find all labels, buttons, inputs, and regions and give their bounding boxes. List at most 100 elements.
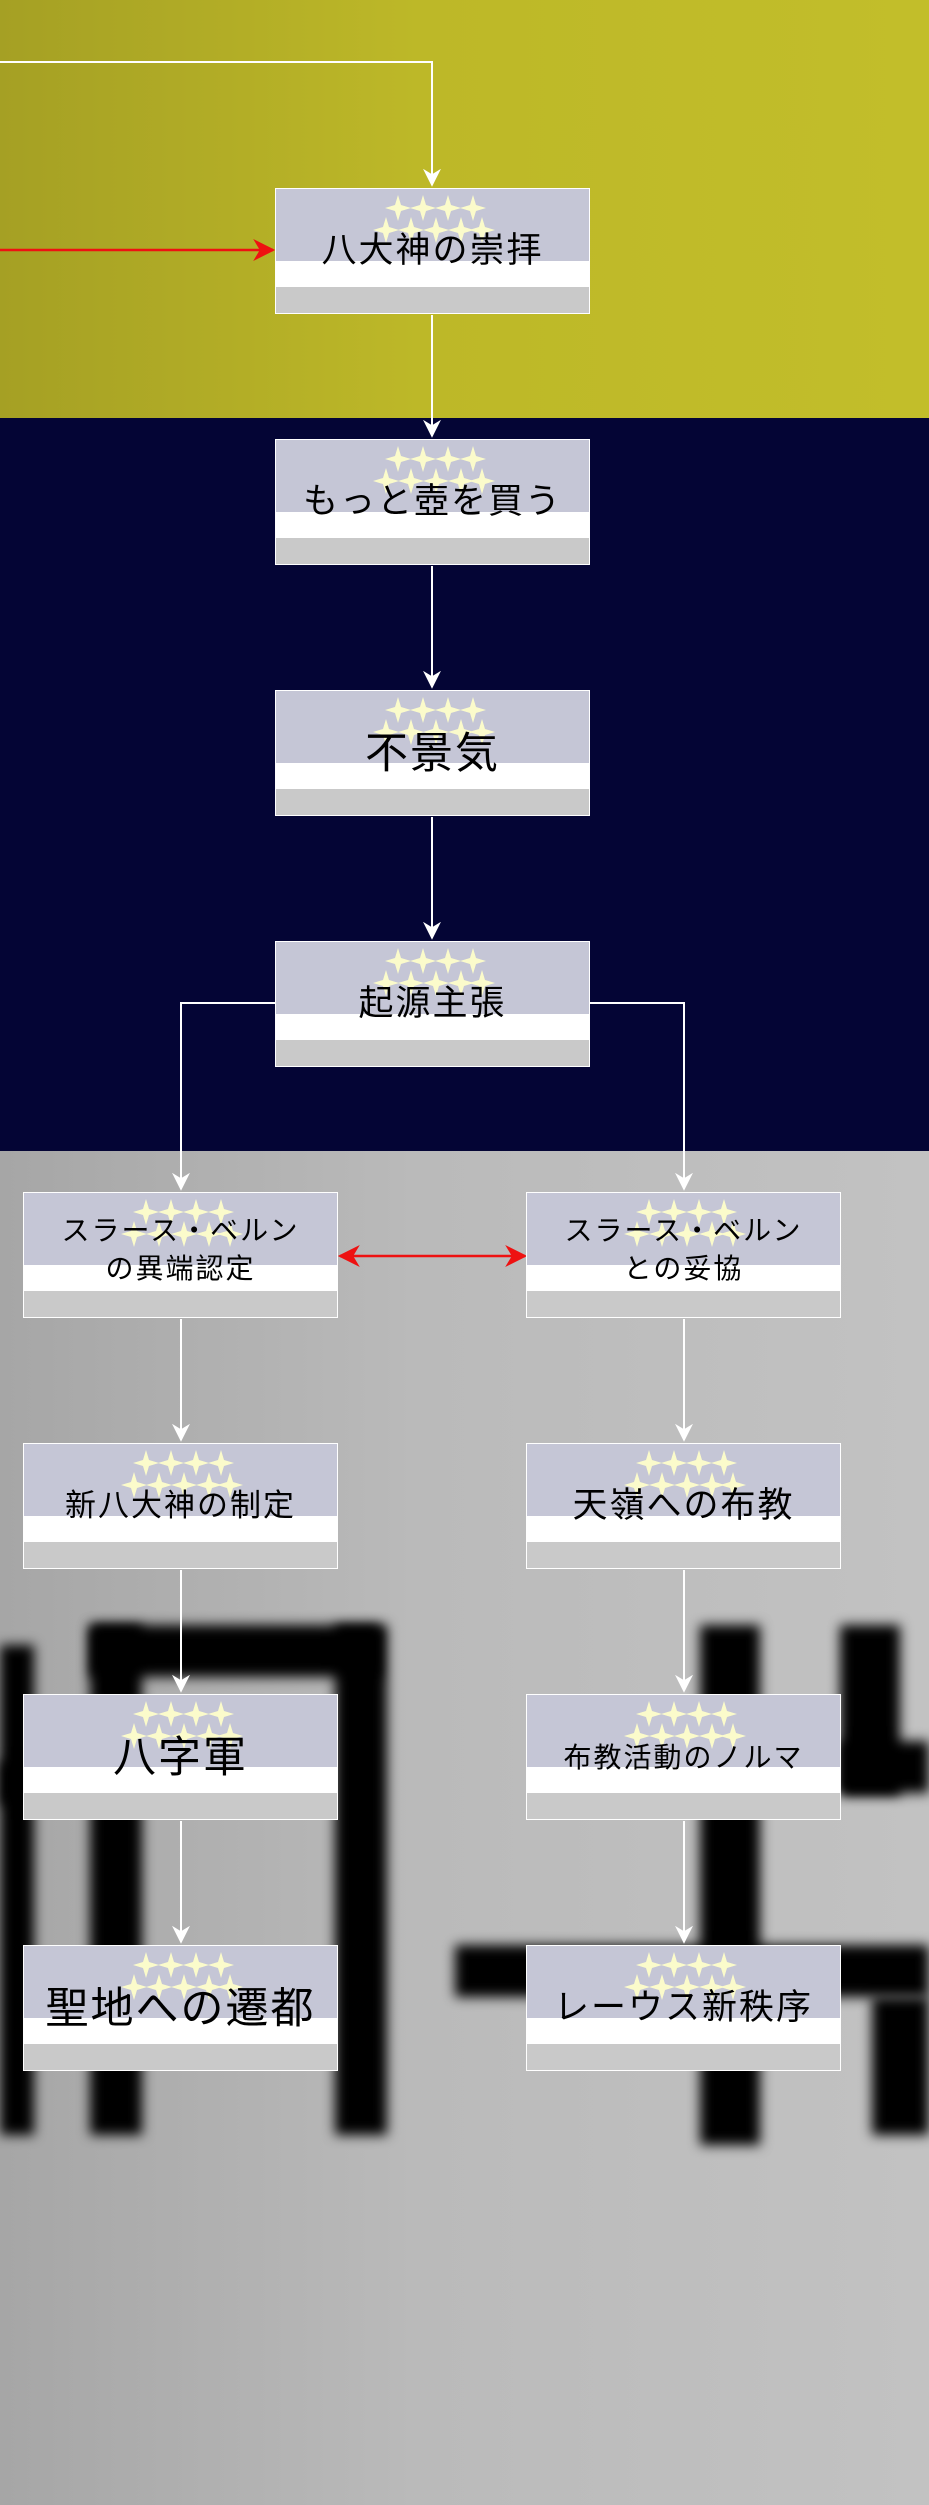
star-icon [711,1199,737,1225]
star-icon [460,446,486,472]
star-cluster [624,1199,746,1247]
star-icon [183,1952,209,1978]
star-icon [121,1221,147,1247]
connector-arrow [0,61,441,187]
star-icon [649,1221,675,1247]
star-icon [469,719,495,745]
star-icon [435,697,461,723]
node-label: 不景気 [365,728,500,779]
star-icon [661,1199,687,1225]
star-icon [373,970,399,996]
star-icon [158,1952,184,1978]
star-icon [711,1450,737,1476]
star-icon [661,1701,687,1727]
background-glyph-stroke [872,1997,929,2135]
star-icon [385,948,411,974]
node-label: スラース・ベルン との妥協 [564,1214,803,1285]
star-icon [171,1221,197,1247]
star-icon [171,1723,197,1749]
star-cluster [373,446,495,494]
star-icon [435,948,461,974]
star-icon [410,948,436,974]
star-cluster [624,1450,746,1498]
background-glyph-stroke [335,1625,387,2135]
star-icon [410,195,436,221]
star-icon [208,1450,234,1476]
star-icon [699,1974,725,2000]
star-icon [448,217,474,243]
star-icon [423,468,449,494]
star-icon [686,1952,712,1978]
star-icon [649,1723,675,1749]
node-label: スラース・ベルン の異端認定 [61,1214,300,1285]
star-icon [711,1952,737,1978]
star-icon [133,1952,159,1978]
star-cluster [624,1952,746,2000]
star-icon [624,1974,650,2000]
star-icon [146,1472,172,1498]
star-icon [196,1221,222,1247]
star-cluster [373,948,495,996]
star-icon [699,1472,725,1498]
star-icon [196,1723,222,1749]
node-recession[interactable]: 不景気 [275,690,590,816]
node-new-order[interactable]: レーウス新秩序 [526,1945,841,2071]
node-crusade[interactable]: 八字軍 [23,1694,338,1820]
star-icon [146,1221,172,1247]
node-mission[interactable]: 天嶺への布教 [526,1443,841,1569]
star-icon [460,697,486,723]
star-icon [385,446,411,472]
star-icon [133,1450,159,1476]
star-cluster [624,1701,746,1749]
star-cluster [121,1199,243,1247]
star-icon [686,1701,712,1727]
star-icon [624,1723,650,1749]
star-icon [624,1221,650,1247]
node-worship[interactable]: 八大神の崇拝 [275,188,590,314]
node-label: 八字軍 [113,1732,248,1783]
star-icon [410,446,436,472]
node-label: レーウス新秩序 [553,1988,813,2029]
star-icon [636,1701,662,1727]
star-icon [720,1221,746,1247]
star-icon [373,217,399,243]
star-icon [398,468,424,494]
node-heresy[interactable]: スラース・ベルン の異端認定 [23,1192,338,1318]
star-icon [398,217,424,243]
background-glyph-stroke [90,1625,380,1677]
star-icon [469,217,495,243]
star-icon [699,1723,725,1749]
star-icon [217,1472,243,1498]
star-icon [686,1450,712,1476]
star-icon [217,1974,243,2000]
star-icon [435,446,461,472]
star-icon [183,1701,209,1727]
star-icon [208,1199,234,1225]
star-icon [661,1450,687,1476]
star-icon [196,1974,222,2000]
star-icon [460,948,486,974]
node-label: 布教活動のノルマ [563,1741,804,1775]
node-new-gods[interactable]: 新八大神の制定 [23,1443,338,1569]
star-icon [674,1472,700,1498]
star-icon [183,1199,209,1225]
star-icon [720,1472,746,1498]
node-compromise[interactable]: スラース・ベルン との妥協 [526,1192,841,1318]
star-icon [171,1974,197,2000]
star-icon [423,719,449,745]
star-icon [373,719,399,745]
star-icon [217,1723,243,1749]
node-buy-more-jars[interactable]: もっと壺を買う [275,439,590,565]
node-label: 起源主張 [358,984,507,1025]
star-icon [636,1199,662,1225]
star-cluster [121,1952,243,2000]
star-cluster [121,1701,243,1749]
node-label: 八大神の崇拝 [321,231,544,272]
star-icon [423,217,449,243]
node-capital[interactable]: 聖地への遷都 [23,1945,338,2071]
node-claim-origin[interactable]: 起源主張 [275,941,590,1067]
node-quota[interactable]: 布教活動のノルマ [526,1694,841,1820]
star-icon [686,1199,712,1225]
star-icon [649,1472,675,1498]
star-icon [121,1723,147,1749]
